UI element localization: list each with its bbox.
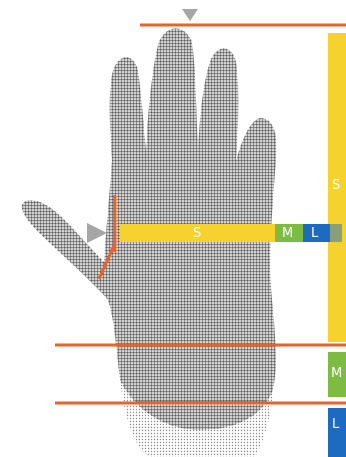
length-label-medium: M — [331, 367, 342, 380]
width-label-medium: M — [282, 227, 293, 240]
width-label-large: L — [311, 227, 318, 240]
top-arrow-marker — [182, 9, 198, 21]
length-bar-large — [328, 408, 346, 457]
length-label-large: L — [332, 418, 339, 431]
hand-silhouette — [22, 28, 277, 457]
length-label-small: S — [332, 179, 340, 192]
width-bar-fade — [330, 224, 342, 242]
side-arrow-marker — [87, 223, 107, 243]
width-label-small: S — [193, 227, 201, 240]
